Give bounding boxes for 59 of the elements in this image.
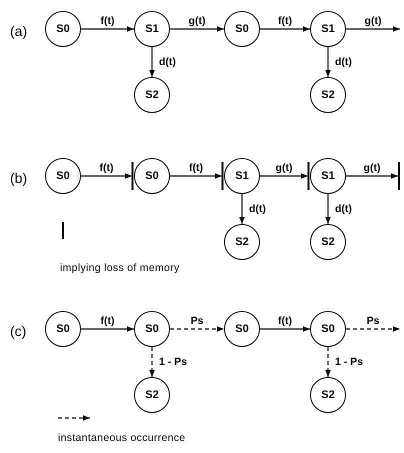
- arrow: [170, 26, 224, 32]
- panel-label: (a): [10, 23, 28, 39]
- edge-label: f(t): [188, 162, 204, 174]
- edge-label: g(t): [274, 162, 294, 174]
- edge-label: f(t): [277, 315, 293, 327]
- dashed-arrow: [149, 347, 155, 377]
- arrow: [81, 173, 132, 179]
- edge-label: Ps: [190, 315, 204, 327]
- legend-text: instantaneous occurrence: [58, 432, 186, 444]
- state-circle: S1: [310, 11, 346, 47]
- state-circle: S0: [134, 311, 170, 347]
- edge-label: 1 - Ps: [158, 356, 188, 368]
- edge-label: g(t): [364, 15, 382, 27]
- edge-label: Ps: [366, 315, 380, 327]
- arrow: [239, 194, 245, 224]
- edge-label: d(t): [248, 203, 267, 215]
- arrow: [170, 173, 222, 179]
- panel-label: (b): [10, 170, 28, 186]
- dashed-arrow: [170, 326, 224, 332]
- legend-text: implying loss of memory: [60, 262, 180, 274]
- arrow: [260, 326, 310, 332]
- edge-label: g(t): [188, 15, 206, 27]
- state-circle: S0: [224, 311, 260, 347]
- state-circle: S0: [134, 158, 170, 194]
- edge-label: 1 - Ps: [334, 356, 364, 368]
- edge-label: f(t): [100, 15, 116, 27]
- dashed-arrow: [346, 326, 400, 332]
- state-circle: S1: [310, 158, 346, 194]
- arrow: [346, 26, 400, 32]
- panel-label: (c): [10, 323, 26, 339]
- arrow: [325, 47, 331, 77]
- edge-label: d(t): [334, 203, 353, 215]
- dashed-arrow: [325, 347, 331, 377]
- edge-label: f(t): [100, 315, 116, 327]
- state-circle: S2: [310, 377, 346, 413]
- state-circle: S2: [134, 377, 170, 413]
- edge-label: g(t): [362, 162, 382, 174]
- state-circle: S2: [134, 77, 170, 113]
- state-circle: S1: [134, 11, 170, 47]
- arrow: [325, 194, 331, 224]
- state-circle: S0: [310, 311, 346, 347]
- state-circle: S2: [310, 77, 346, 113]
- state-circle: S2: [224, 224, 260, 260]
- edge-label: f(t): [277, 15, 293, 27]
- arrow: [260, 173, 308, 179]
- edge-label: f(t): [98, 162, 114, 174]
- state-circle: S0: [45, 311, 81, 347]
- edge-label: d(t): [158, 56, 177, 68]
- state-circle: S0: [45, 158, 81, 194]
- arrow: [81, 26, 134, 32]
- state-circle: S2: [310, 224, 346, 260]
- state-circle: S0: [45, 11, 81, 47]
- arrow: [81, 326, 134, 332]
- arrow: [260, 26, 310, 32]
- edge-label: d(t): [334, 56, 353, 68]
- state-circle: S1: [224, 158, 260, 194]
- state-circle: S0: [224, 11, 260, 47]
- arrow: [149, 47, 155, 77]
- arrow: [346, 173, 398, 179]
